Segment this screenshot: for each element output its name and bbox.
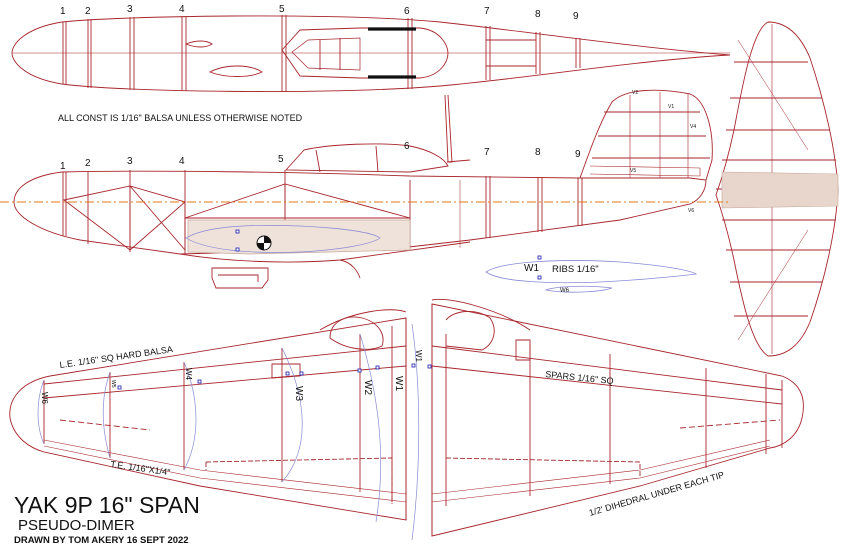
side-station-label: 7 bbox=[484, 147, 490, 158]
wing-rib-label: W5 bbox=[110, 380, 116, 388]
leading-edge-note: L.E. 1/16" SQ HARD BALSA bbox=[59, 344, 174, 370]
wing-root-rib-outline bbox=[185, 224, 381, 253]
top-station-label: 8 bbox=[535, 9, 541, 20]
top-station-label: 5 bbox=[279, 4, 285, 15]
cg-marker bbox=[256, 235, 272, 251]
top-station-label: 9 bbox=[573, 11, 579, 22]
rib-w1-label: W1 bbox=[524, 263, 539, 274]
wing-rib-curves bbox=[37, 323, 420, 541]
top-view-station-labels: 1 2 3 4 5 6 7 8 9 bbox=[60, 4, 579, 22]
tail-wood-core bbox=[721, 171, 839, 209]
tail-rib-labels: V2 V1 V4 V5 V6 bbox=[630, 90, 696, 214]
top-station-label: 4 bbox=[179, 4, 185, 15]
wing-rib-label: W1 bbox=[414, 350, 423, 363]
side-view-station-labels: 1 2 3 4 5 6 7 8 9 bbox=[60, 141, 581, 172]
side-station-label: 9 bbox=[575, 149, 581, 160]
side-station-label: 5 bbox=[278, 154, 284, 165]
top-station-label: 6 bbox=[404, 6, 410, 17]
rib-marker-squares bbox=[117, 229, 542, 390]
fuselage-top-view bbox=[11, 15, 731, 92]
side-station-label: 4 bbox=[179, 156, 185, 167]
construction-note: ALL CONST IS 1/16" BALSA UNLESS OTHERWIS… bbox=[58, 113, 303, 123]
tail-rib-label: V5 bbox=[630, 168, 636, 174]
wing-rib-labels: W6 W5 W4 W3 W2 W1 W1 bbox=[40, 350, 423, 405]
wing-rib-label: W1 bbox=[393, 376, 404, 391]
trailing-edge-note: T.E. 1/16"X1/4" bbox=[110, 459, 171, 477]
tail-rib-label: V4 bbox=[690, 124, 696, 130]
rib-w6-label: W6 bbox=[560, 288, 570, 294]
title-block: YAK 9P 16" SPAN PSEUDO-DIMER DRAWN BY TO… bbox=[14, 492, 200, 546]
ribs-note: RIBS 1/16" bbox=[552, 264, 599, 275]
plan-title: YAK 9P 16" SPAN bbox=[14, 492, 200, 518]
plan-subtitle: PSEUDO-DIMER bbox=[18, 517, 135, 534]
wing-root-wood-sheet bbox=[187, 219, 411, 255]
wing-plan-view bbox=[9, 298, 804, 537]
wing-rib-label: W4 bbox=[184, 368, 193, 381]
tail-rib-label: V2 bbox=[632, 90, 638, 96]
side-station-label: 2 bbox=[85, 158, 91, 169]
spars-note: SPARS 1/16" SQ bbox=[545, 369, 614, 386]
wing-rib-label: W6 bbox=[40, 392, 49, 405]
side-station-label: 1 bbox=[60, 161, 66, 172]
rib-profiles bbox=[485, 260, 698, 293]
top-station-label: 2 bbox=[85, 6, 91, 17]
top-station-label: 7 bbox=[484, 6, 490, 17]
top-station-label: 1 bbox=[60, 6, 66, 17]
side-station-label: 8 bbox=[535, 147, 541, 158]
side-station-label: 6 bbox=[404, 141, 410, 152]
side-station-label: 3 bbox=[127, 156, 133, 167]
tail-rib-label: V6 bbox=[688, 208, 694, 214]
tail-rib-label: V1 bbox=[668, 104, 674, 110]
plan-credit: DRAWN BY TOM AKERY 16 SEPT 2022 bbox=[14, 535, 189, 546]
wing-rib-label: W3 bbox=[293, 386, 304, 401]
cockpit-black-bars bbox=[368, 27, 416, 79]
wing-rib-label: W2 bbox=[362, 380, 373, 395]
top-station-label: 3 bbox=[127, 4, 133, 15]
